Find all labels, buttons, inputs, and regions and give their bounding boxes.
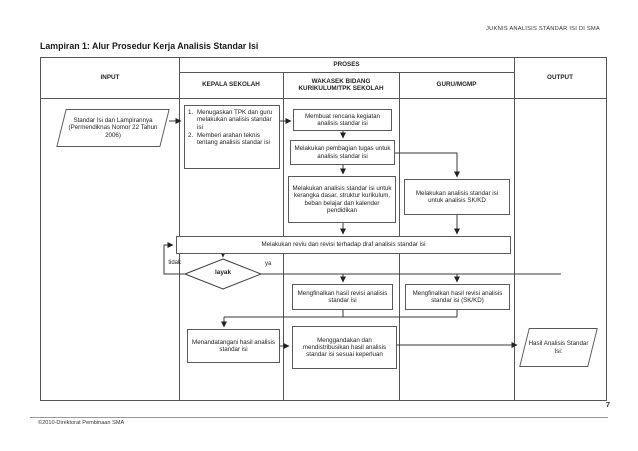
grid-line-vertical <box>179 58 180 400</box>
list-item: 2. Memberi arahan teknis tentang analisi… <box>188 131 270 147</box>
node-output-document: Hasil Analisis Standar Isi: <box>519 328 598 367</box>
column-header-output: OUTPUT <box>547 74 573 82</box>
node-analisis-skkd: Melakukan analisis standar isi untuk ana… <box>404 179 510 215</box>
grid-line-vertical <box>514 58 515 400</box>
decision-diamond <box>183 258 263 290</box>
node-pembagian-tugas: Melakukan pembagian tugas untuk analisis… <box>290 140 395 165</box>
node-reviu-revisi: Melakukan reviu dan revisi terhadap draf… <box>176 236 511 254</box>
column-header-kepala-sekolah: KEPALA SEKOLAH <box>202 81 260 89</box>
node-analisis-kerangka: Melakukan analisis standar isi untuk ker… <box>288 176 396 223</box>
column-header-proses: PROSES <box>333 61 360 69</box>
node-input-document: Standar Isi dan Lampirannya (Permendikna… <box>56 109 170 147</box>
grid-line-horizontal <box>41 98 606 99</box>
node-menggandakan: Menggandakan dan mendistribusikan hasil … <box>292 326 397 369</box>
document-header: JUKNIS ANALISIS STANDAR ISI DI SMA <box>486 26 600 32</box>
list-item: 1. Menugaskan TPK dan guru melakukan ana… <box>188 109 273 131</box>
decision-yes-label: ya <box>265 261 272 267</box>
grid-line-horizontal <box>179 72 514 73</box>
column-header-input: INPUT <box>100 74 120 82</box>
page-number: 7 <box>605 400 610 409</box>
column-header-wakasek: WAKASEK BIDANG KURIKULUM/TPK SEKOLAH <box>298 77 384 92</box>
page-title: Lampiran 1: Alur Prosedur Kerja Analisis… <box>40 41 259 51</box>
column-header-guru-mgmp: GURU/MGMP <box>436 81 477 89</box>
node-kepala-tasks: 1. Menugaskan TPK dan guru melakukan ana… <box>184 105 280 169</box>
node-final-guru: Mengfinalkan hasil revisi analisis stand… <box>405 284 510 310</box>
procedure-table: INPUT PROSES KEPALA SEKOLAH WAKASEK BIDA… <box>40 57 607 401</box>
flow-connectors <box>163 118 561 349</box>
node-menandatangani: Menandatangani hasil analisis standar is… <box>187 329 280 363</box>
footer-copyright: ©2010-Direktorat Pembinaan SMA <box>38 420 125 426</box>
decision-label: layak <box>215 269 231 276</box>
footer-rule <box>30 417 608 418</box>
node-rencana: Membuat rencana kegiatan analisis standa… <box>293 109 392 131</box>
node-final-wakasek: Mengfinalkan hasil revisi analisis stand… <box>292 284 393 310</box>
decision-no-label: tidak <box>168 260 181 266</box>
